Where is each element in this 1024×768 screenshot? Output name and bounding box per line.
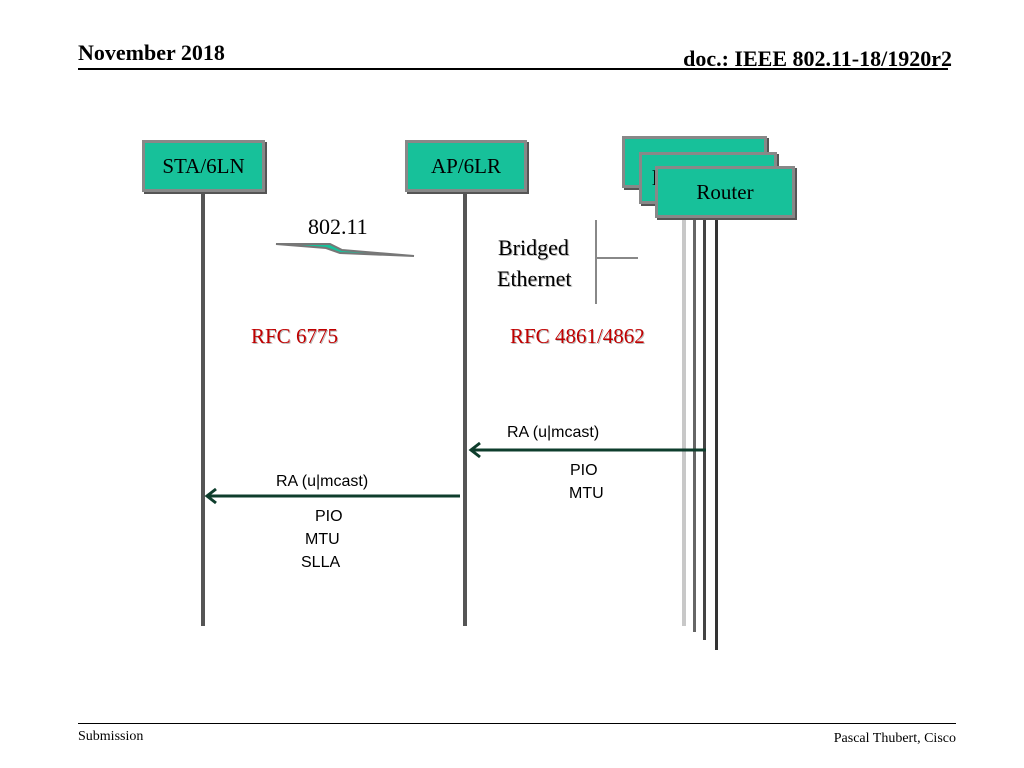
slla-label-ap-to-sta: SLLA bbox=[301, 554, 341, 571]
header-doc-id: doc.: IEEE 802.11-18/1920r2 bbox=[683, 46, 952, 71]
pio-label-ap-to-sta: PIO bbox=[315, 508, 343, 525]
sta-6ln-node: STA/6LN bbox=[142, 140, 265, 192]
ra-label-router-to-ap: RA (u|mcast) bbox=[507, 424, 600, 441]
rfc-6775-label: RFC 6775 bbox=[251, 324, 338, 348]
pio-label-router-to-ap: PIO bbox=[570, 462, 598, 479]
ra-arrow-ap-to-sta bbox=[204, 487, 460, 505]
ethernet-label: Ethernet bbox=[497, 266, 572, 291]
mtu-label-router-to-ap: MTU bbox=[569, 485, 604, 502]
rfc-4861-4862-label: RFC 4861/4862 bbox=[510, 324, 645, 348]
router-node-middle-label: l bbox=[652, 166, 658, 191]
router-lifeline-back bbox=[682, 214, 686, 626]
router-lifeline-front bbox=[715, 214, 718, 650]
header-date: November 2018 bbox=[78, 40, 225, 65]
router-node-front: Router bbox=[655, 166, 795, 218]
header-rule bbox=[78, 68, 948, 70]
bridged-label: Bridged bbox=[498, 235, 569, 260]
ap-lifeline bbox=[463, 190, 467, 626]
sta-6ln-label: STA/6LN bbox=[162, 153, 245, 178]
ap-6lr-label: AP/6LR bbox=[430, 153, 501, 178]
bridged-ethernet-bracket bbox=[595, 220, 638, 304]
router-lifeline-mid1 bbox=[693, 214, 696, 632]
footer-submission: Submission bbox=[78, 729, 144, 744]
link-80211-label: 802.11 bbox=[308, 214, 368, 239]
footer-rule bbox=[78, 723, 956, 724]
router-label: Router bbox=[696, 179, 754, 204]
footer-author: Pascal Thubert, Cisco bbox=[833, 731, 956, 746]
sta-lifeline bbox=[201, 190, 205, 626]
router-lifeline-mid2 bbox=[703, 214, 706, 640]
ra-label-ap-to-sta: RA (u|mcast) bbox=[276, 473, 369, 490]
ra-arrow-router-to-ap bbox=[468, 441, 706, 459]
mtu-label-ap-to-sta: MTU bbox=[305, 531, 340, 548]
ap-6lr-node: AP/6LR bbox=[405, 140, 527, 192]
wireless-link-icon bbox=[275, 243, 415, 257]
